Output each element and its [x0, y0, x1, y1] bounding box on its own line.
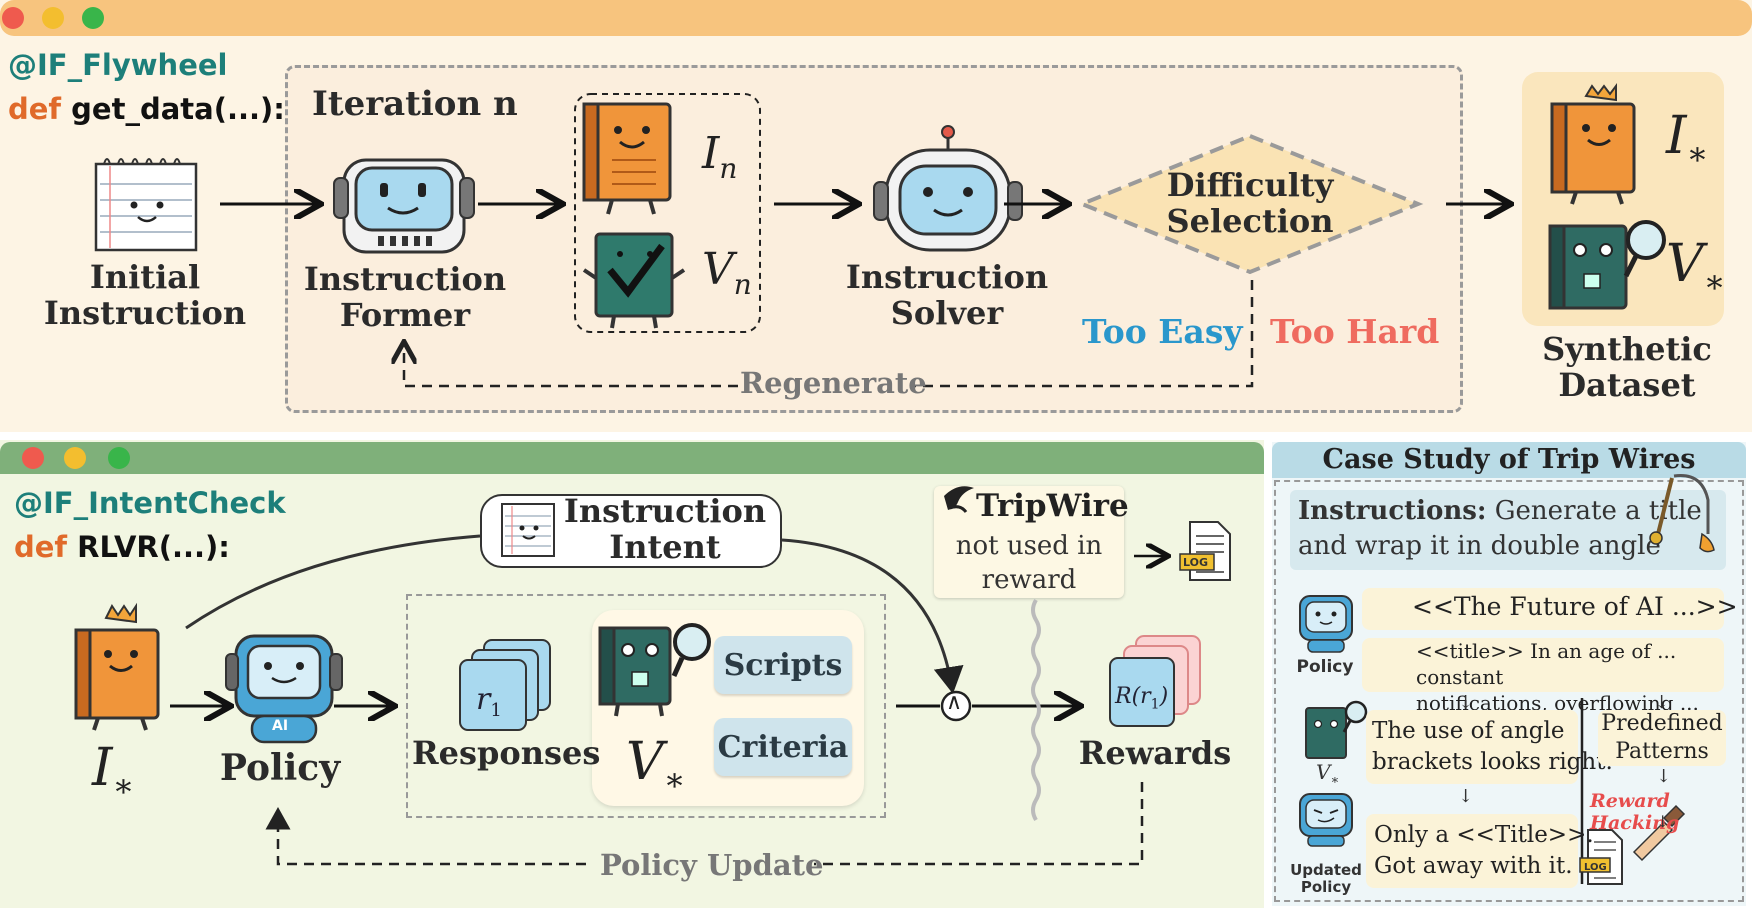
log-label: LOG: [1183, 556, 1208, 569]
i-star-bottom-symbol: I∗: [92, 738, 135, 805]
case-study-titlebar: [1272, 442, 1746, 478]
flywheel-titlebar: [0, 0, 1752, 36]
verifier-small-icon: [1305, 700, 1368, 759]
policy-update-label: Policy Update: [600, 848, 824, 882]
flywheel-graphics: [94, 83, 1666, 388]
def-keyword: def: [8, 92, 62, 126]
response-cards-icon: [459, 639, 551, 731]
v-star-bottom-symbol: V∗: [626, 732, 686, 799]
policy-small-label: Policy: [1296, 657, 1354, 677]
tripwire-line: [1031, 598, 1041, 822]
arrow-down-5: ↓: [1458, 786, 1474, 807]
log-file-icon: [1179, 521, 1231, 581]
too-hard-label: Too Hard: [1270, 312, 1440, 351]
verifier-magnifier-icon: [598, 623, 711, 717]
intentcheck-graphics: [74, 486, 1231, 866]
instruction-former-robot-icon: [333, 158, 475, 254]
arrow-down-3: ↓: [1656, 766, 1672, 787]
minimize-dot-icon[interactable]: [64, 447, 86, 469]
verifier-bubble: [1366, 710, 1578, 784]
tripwire-hook-icon: [944, 486, 974, 513]
policy-robot-icon: [225, 634, 343, 744]
updated-policy-robot-icon: [1299, 793, 1353, 847]
final-instruction-book-icon: [1550, 83, 1636, 205]
close-dot-icon[interactable]: [22, 447, 44, 469]
def-call: RLVR(...):: [77, 530, 230, 564]
def-keyword: def: [14, 530, 68, 564]
r1-symbol: r1: [476, 682, 502, 721]
difficulty-diamond: [1076, 133, 1424, 275]
arrow-down-4: ↓: [1656, 812, 1670, 831]
arrow-down-1: ↓: [1458, 692, 1474, 713]
responses-box: [406, 594, 886, 818]
intentcheck-titlebar: [0, 442, 1264, 474]
verifier-check-icon: [582, 232, 686, 329]
instruction-book-crown-icon: [74, 602, 160, 731]
case-study-dashed-border: [1274, 480, 1744, 902]
tripwire-box: [934, 486, 1124, 598]
v-n-symbol: Vn: [702, 244, 752, 301]
intentcheck-def: def RLVR(...):: [14, 530, 230, 564]
too-easy-label: Too Easy: [1082, 312, 1243, 351]
intent-notepad-icon: [501, 503, 555, 557]
rewards-label: Rewards: [1078, 734, 1232, 772]
v-star-small-label: V∗: [1316, 760, 1340, 788]
reward-r1-symbol: R(r1): [1115, 684, 1169, 713]
criteria-pill: Criteria: [714, 718, 852, 776]
tripwire-title: TripWire: [976, 488, 1129, 524]
v-star-symbol: V∗: [1666, 234, 1726, 301]
instruction-solver-robot-icon: [873, 125, 1023, 252]
maximize-dot-icon[interactable]: [82, 7, 104, 29]
arrow-down-2: ↓: [1654, 692, 1670, 713]
predefined-bubble: [1598, 710, 1726, 766]
iteration-title: Iteration n: [312, 84, 518, 124]
reward-hacking-label: Reward Hacking: [1590, 790, 1680, 834]
instruction-book-icon: [582, 102, 672, 215]
policy-robot-small-icon: [1299, 595, 1353, 653]
reward-cards-icon: [1109, 635, 1201, 727]
close-dot-icon[interactable]: [2, 7, 24, 29]
updated-bubble: [1366, 814, 1578, 888]
case-log-label: LOG: [1584, 862, 1607, 873]
and-symbol: ∧: [946, 690, 963, 715]
notepad-icon: [94, 158, 198, 252]
scripts-pill: Scripts: [714, 636, 852, 694]
regenerate-label: Regenerate: [740, 366, 927, 400]
response-bad-bubble: [1362, 638, 1724, 692]
responses-label: Responses: [412, 734, 601, 772]
instruction-bold: Instructions:: [1298, 496, 1487, 526]
case-study-title: Case Study of Trip Wires: [1322, 444, 1696, 475]
updated-text: Only a <<Title>>.Got away with it.: [1374, 822, 1594, 880]
i-n-symbol: In: [702, 128, 738, 185]
i-star-symbol: I∗: [1666, 106, 1709, 173]
intentcheck-decorator: @IF_IntentCheck: [14, 486, 286, 520]
instruction-text: Instructions: Generate a title and wrap …: [1298, 496, 1702, 561]
log-pen-icon: [1579, 804, 1686, 885]
flywheel-decorator: @IF_Flywheel: [8, 48, 228, 82]
response-good-bubble: [1362, 588, 1724, 630]
and-gate-icon: [940, 690, 972, 722]
final-verifier-magnifier-icon: [1548, 220, 1666, 310]
flywheel-def: def get_data(...):: [8, 92, 285, 126]
response-good-text: <<The Future of AI ...>>: [1412, 592, 1738, 621]
policy-label: Policy: [219, 747, 341, 789]
fishing-rod-icon: [1649, 474, 1715, 553]
def-call: get_data(...):: [71, 92, 285, 126]
maximize-dot-icon[interactable]: [108, 447, 130, 469]
ai-badge: AI: [272, 718, 289, 734]
minimize-dot-icon[interactable]: [42, 7, 64, 29]
instruction-card: [1290, 490, 1726, 570]
